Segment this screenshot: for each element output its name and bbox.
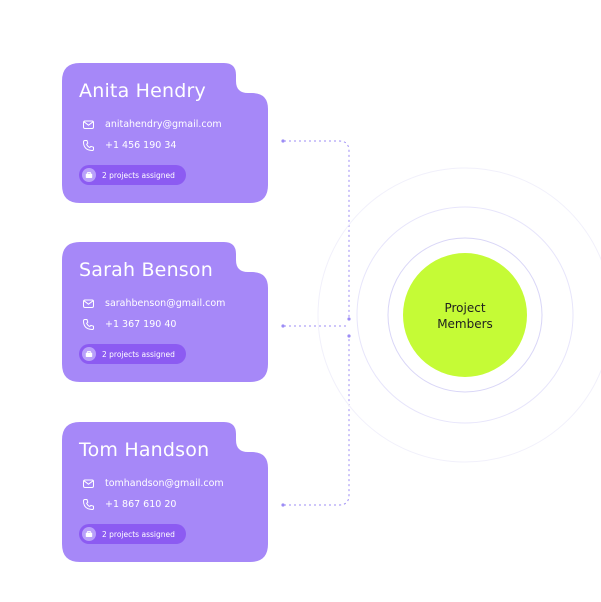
hub-circle[interactable] xyxy=(403,253,527,377)
connector-dot xyxy=(281,503,285,507)
hub-label-line-2: Members xyxy=(437,317,493,331)
projects-badge[interactable]: 2 projects assigned xyxy=(79,165,186,185)
member-phone[interactable]: +1 867 610 20 xyxy=(105,498,177,510)
projects-badge[interactable]: 2 projects assigned xyxy=(79,344,186,364)
briefcase-icon xyxy=(82,347,96,361)
member-email-row: sarahbenson@gmail.com xyxy=(82,296,225,310)
member-name: Sarah Benson xyxy=(79,259,213,281)
briefcase-icon xyxy=(82,527,96,541)
projects-badge-label: 2 projects assigned xyxy=(102,170,175,180)
member-phone-row: +1 456 190 34 xyxy=(82,138,176,152)
member-phone[interactable]: +1 367 190 40 xyxy=(105,318,177,330)
briefcase-icon xyxy=(82,168,96,182)
member-email[interactable]: tomhandson@gmail.com xyxy=(105,477,224,489)
projects-badge-label: 2 projects assigned xyxy=(102,529,175,539)
mail-icon xyxy=(83,299,94,308)
member-phone-row: +1 367 190 40 xyxy=(82,317,176,331)
projects-badge[interactable]: 2 projects assigned xyxy=(79,524,186,544)
project-members-hub xyxy=(317,167,601,463)
projects-badge-label: 2 projects assigned xyxy=(102,349,175,359)
hub-ring-outer xyxy=(317,167,601,463)
member-card[interactable]: Anita Hendry anitahendry@gmail.com +1 45… xyxy=(62,63,268,203)
member-card[interactable]: Sarah Benson sarahbenson@gmail.com +1 36… xyxy=(62,242,268,382)
member-email-row: anitahendry@gmail.com xyxy=(82,117,222,131)
hub-ring-middle xyxy=(356,206,574,424)
phone-icon xyxy=(83,318,94,330)
member-card[interactable]: Tom Handson tomhandson@gmail.com +1 867 … xyxy=(62,422,268,562)
member-name: Anita Hendry xyxy=(79,80,206,102)
phone-icon xyxy=(83,139,94,151)
member-name: Tom Handson xyxy=(79,439,210,461)
member-email-row: tomhandson@gmail.com xyxy=(82,476,224,490)
connector-dot xyxy=(281,139,285,143)
mail-icon xyxy=(83,120,94,129)
phone-icon xyxy=(83,498,94,510)
member-email[interactable]: anitahendry@gmail.com xyxy=(105,118,222,130)
member-phone[interactable]: +1 456 190 34 xyxy=(105,139,177,151)
hub-label-line-1: Project xyxy=(444,301,486,315)
connector-dot xyxy=(281,324,285,328)
hub-label: Project Members xyxy=(402,300,528,332)
member-phone-row: +1 867 610 20 xyxy=(82,497,176,511)
mail-icon xyxy=(83,479,94,488)
member-email[interactable]: sarahbenson@gmail.com xyxy=(105,297,226,309)
hub-ring-inner xyxy=(387,237,543,393)
